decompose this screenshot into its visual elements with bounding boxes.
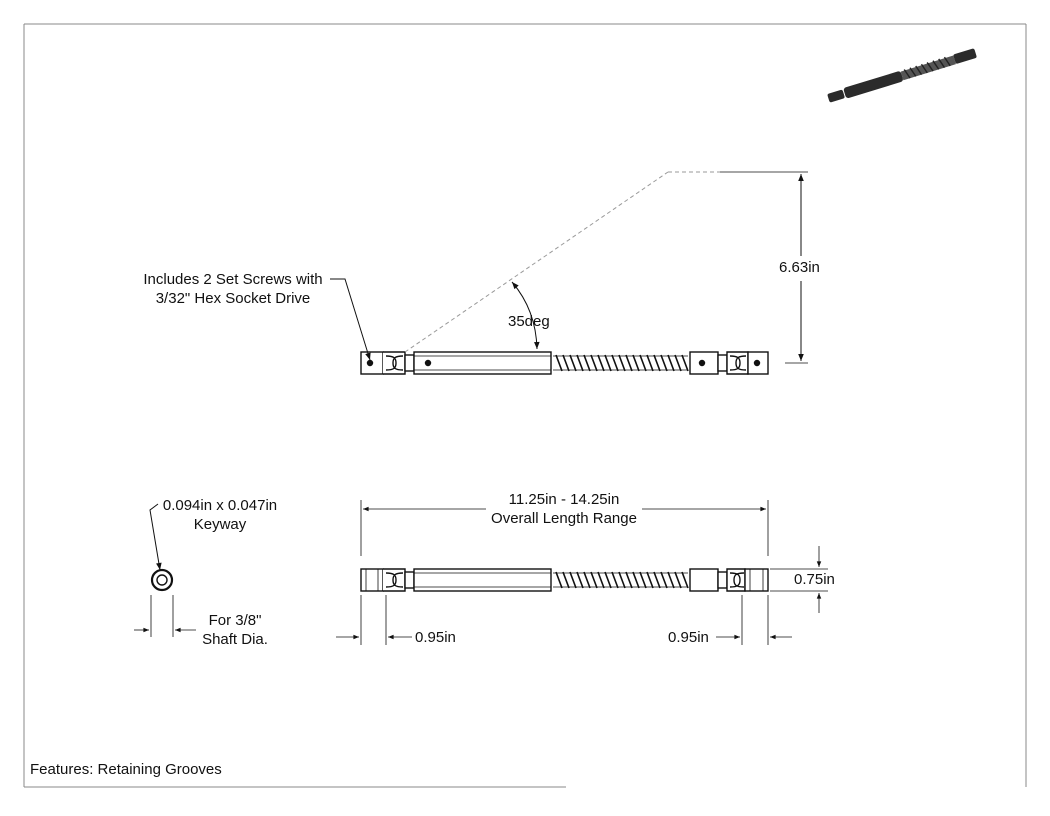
set-screw-note-line2: 3/32" Hex Socket Drive <box>155 290 311 307</box>
keyway-note-line1: 0.094in x 0.047in <box>162 497 278 514</box>
isometric-thumbnail <box>827 48 977 103</box>
features-note: Features: Retaining Grooves <box>30 761 222 778</box>
shaft-note-line1: For 3/8" <box>208 612 262 629</box>
diameter-dimension-line <box>770 546 828 613</box>
top-view-right-joint <box>689 351 769 375</box>
front-view-shaft <box>360 568 552 592</box>
top-view-spring <box>553 354 689 372</box>
set-screw-note-line1: Includes 2 Set Screws with <box>143 271 323 288</box>
front-view-spring <box>553 571 689 589</box>
set-screw-note: Includes 2 Set Screws with 3/32" Hex Soc… <box>128 270 338 308</box>
length-dimension-line <box>360 500 769 556</box>
shaft-note-line2: Shaft Dia. <box>202 631 268 648</box>
end-length-dimensions <box>336 595 792 645</box>
sheet-border <box>23 23 1027 788</box>
right-end-length-label: 0.95in <box>668 629 709 646</box>
left-end-length-label: 0.95in <box>415 629 456 646</box>
keyway-section-view <box>134 503 196 637</box>
length-range-label: 11.25in - 14.25in Overall Length Range <box>474 490 654 528</box>
angle-label: 35deg <box>508 313 550 330</box>
top-view-shaft <box>360 351 552 375</box>
angle-construction <box>404 171 808 364</box>
length-range-caption: Overall Length Range <box>491 510 637 527</box>
height-label: 6.63in <box>779 259 820 276</box>
front-view-right-joint <box>689 568 769 592</box>
shaft-note: For 3/8" Shaft Dia. <box>180 611 290 649</box>
length-range-value: 11.25in - 14.25in <box>508 491 620 508</box>
keyway-note-line2: Keyway <box>193 516 247 533</box>
set-screw-leader <box>330 278 371 361</box>
keyway-note: 0.094in x 0.047in Keyway <box>150 496 290 534</box>
diameter-label: 0.75in <box>794 571 835 588</box>
